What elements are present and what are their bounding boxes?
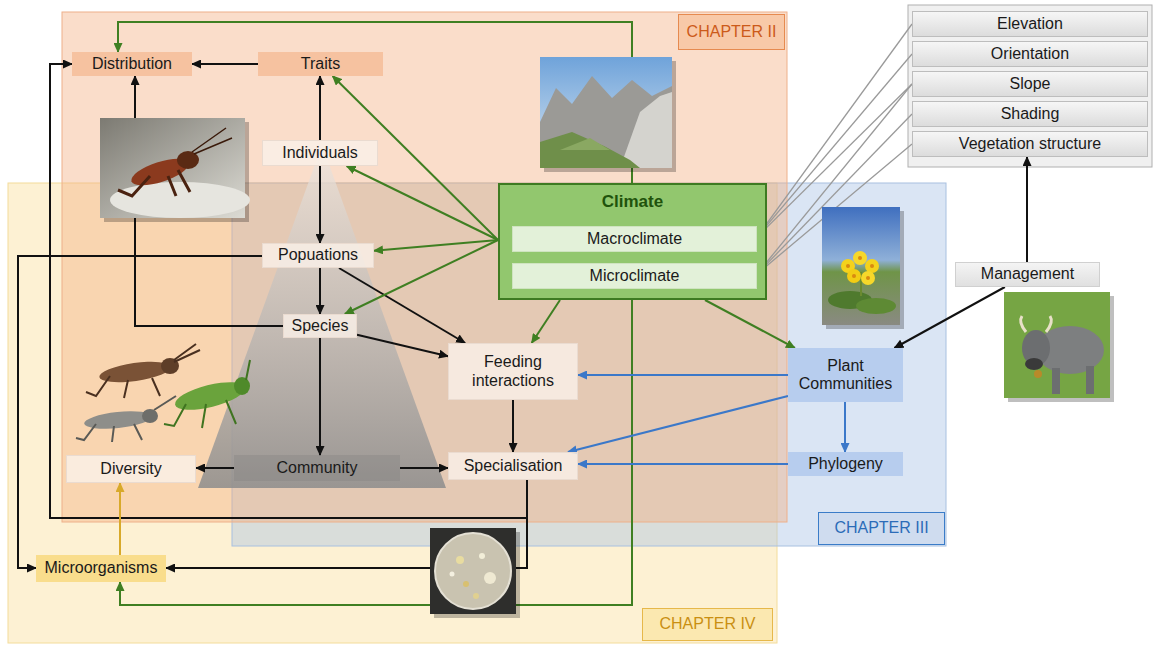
connector-arrow (319, 338, 321, 455)
node-label: CHAPTER IV (659, 615, 755, 633)
node-label: Macroclimate (587, 230, 682, 248)
connector-arrow (192, 63, 258, 65)
node-label: Microclimate (590, 267, 680, 285)
connector-arrow (18, 256, 262, 568)
connector-arrow (1026, 157, 1028, 262)
chapter-label: CHAPTER III (818, 512, 945, 545)
factor-row: Orientation (912, 41, 1148, 67)
connector-arrow (319, 76, 321, 140)
connector-arrow (50, 64, 527, 518)
factor-row: Elevation (912, 11, 1148, 37)
node-label: Microorganisms (45, 559, 158, 577)
node-label: Species (292, 317, 349, 335)
node-label: Shading (1001, 105, 1060, 123)
climate-sub-box: Macroclimate (512, 226, 757, 252)
level-box: Individuals (262, 140, 378, 166)
node-label: Plant Communities (792, 357, 899, 394)
trait-box: Distribution (72, 52, 192, 76)
connector-arrow (578, 463, 788, 465)
factor-row: Slope (912, 71, 1148, 97)
climate-sub-box: Microclimate (512, 263, 757, 289)
mountain-photo (540, 57, 676, 172)
connector-arrow (319, 166, 321, 243)
node-label: Management (981, 265, 1074, 283)
connector-arrow (119, 483, 121, 555)
connector-arrow (705, 300, 795, 348)
node-label: Feeding interactions (453, 353, 573, 390)
node-label: Community (277, 459, 358, 477)
connector-arrow (400, 467, 448, 469)
node-label: Vegetation structure (959, 135, 1101, 153)
node-label: CHAPTER II (687, 23, 777, 41)
connector-arrow (196, 467, 234, 469)
primrose-photo (822, 207, 904, 329)
connector-arrow (578, 374, 788, 376)
connector-arrow (120, 300, 632, 605)
management-box: Management (955, 262, 1100, 287)
connector-arrow (339, 268, 465, 343)
factor-list-frame (908, 5, 1152, 167)
factor-row: Shading (912, 101, 1148, 127)
node-label: Traits (301, 55, 340, 73)
node-label: CHAPTER III (834, 519, 928, 537)
cow-photo (1004, 292, 1114, 402)
petri-dish-photo (430, 528, 520, 618)
chapter-ii-region (62, 12, 787, 522)
level-box: Species (283, 314, 357, 338)
process-box: Feeding interactions (448, 343, 578, 400)
connector-arrow (568, 396, 788, 452)
connector-arrow (347, 166, 498, 240)
node-label: Individuals (282, 144, 358, 162)
level-box: Community (234, 455, 400, 481)
process-box: Diversity (66, 455, 196, 483)
climate-box: ClimateMacroclimateMicroclimate (498, 183, 767, 300)
node-label: Elevation (997, 15, 1063, 33)
level-box: Popuations (262, 243, 374, 268)
plant-box: Phylogeny (788, 452, 903, 476)
connector-arrow (357, 335, 448, 357)
plant-box: Plant Communities (788, 348, 903, 402)
node-label: Climate (602, 192, 663, 212)
node-label: Diversity (100, 460, 161, 478)
microbe-box: Microorganisms (36, 555, 166, 582)
connector-arrow (844, 402, 846, 452)
node-label: Slope (1010, 75, 1051, 93)
connector-line (757, 24, 912, 237)
process-box: Specialisation (448, 452, 578, 480)
grasshopper-group-illustration (76, 344, 250, 442)
node-label: Popuations (278, 246, 358, 264)
grasshopper-photo (100, 118, 250, 222)
node-label: Distribution (92, 55, 172, 73)
chapter-label: CHAPTER IV (642, 608, 773, 641)
node-label: Phylogeny (808, 455, 883, 473)
connector-arrow (532, 300, 560, 343)
factor-row: Vegetation structure (912, 131, 1148, 157)
node-label: Orientation (991, 45, 1069, 63)
node-label: Specialisation (464, 457, 563, 475)
trait-box: Traits (258, 52, 383, 76)
chapter-label: CHAPTER II (678, 14, 785, 50)
connector-arrow (894, 287, 1005, 348)
connector-arrow (512, 400, 514, 452)
connector-arrow (319, 268, 321, 314)
